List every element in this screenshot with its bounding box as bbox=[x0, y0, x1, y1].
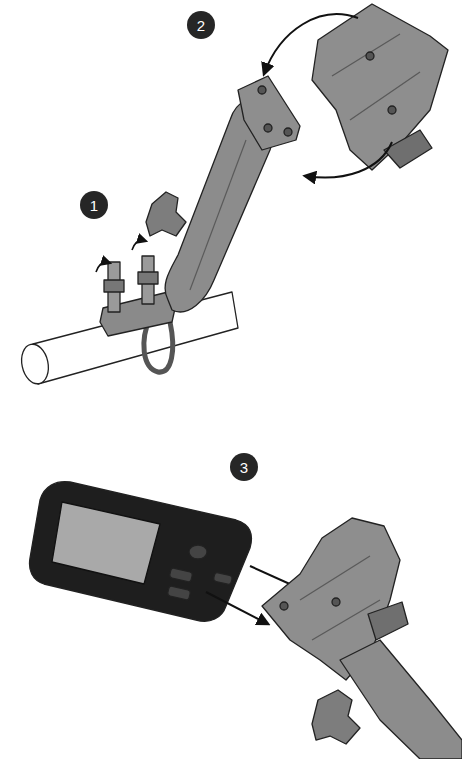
cradle-rib bbox=[332, 34, 420, 120]
callout-text: 1 bbox=[90, 197, 98, 214]
device-screen bbox=[52, 502, 160, 584]
device-button bbox=[169, 568, 193, 583]
step-one-two bbox=[18, 4, 448, 386]
callout-text: 3 bbox=[240, 459, 248, 476]
handlebar bbox=[33, 292, 238, 384]
attach-arrow bbox=[305, 142, 392, 178]
arm-knob bbox=[312, 690, 360, 744]
device-button bbox=[213, 572, 233, 585]
insert-arrow bbox=[206, 592, 268, 624]
gps-device bbox=[30, 482, 252, 622]
cradle-latch bbox=[384, 130, 432, 168]
turn-arrow bbox=[132, 240, 146, 250]
callout-text: 2 bbox=[197, 17, 205, 34]
callout-number: 2 bbox=[187, 11, 215, 39]
cradle-rib bbox=[300, 556, 380, 640]
attach-arrow bbox=[264, 14, 358, 74]
device-cradle bbox=[312, 4, 448, 170]
cradle-latch bbox=[368, 602, 408, 640]
turn-arrow bbox=[96, 262, 110, 272]
arm-knob bbox=[146, 192, 186, 236]
handlebar-end bbox=[18, 342, 52, 387]
stud-nut bbox=[104, 280, 124, 292]
step-three bbox=[30, 482, 462, 759]
callout-number: 3 bbox=[230, 453, 258, 481]
mount-arm bbox=[340, 640, 462, 759]
mount-plate bbox=[238, 76, 300, 150]
callout-number: 1 bbox=[80, 191, 108, 219]
device-button bbox=[189, 545, 207, 559]
device-button bbox=[167, 586, 191, 601]
stud-nut bbox=[138, 272, 158, 284]
arm-groove bbox=[190, 140, 246, 290]
